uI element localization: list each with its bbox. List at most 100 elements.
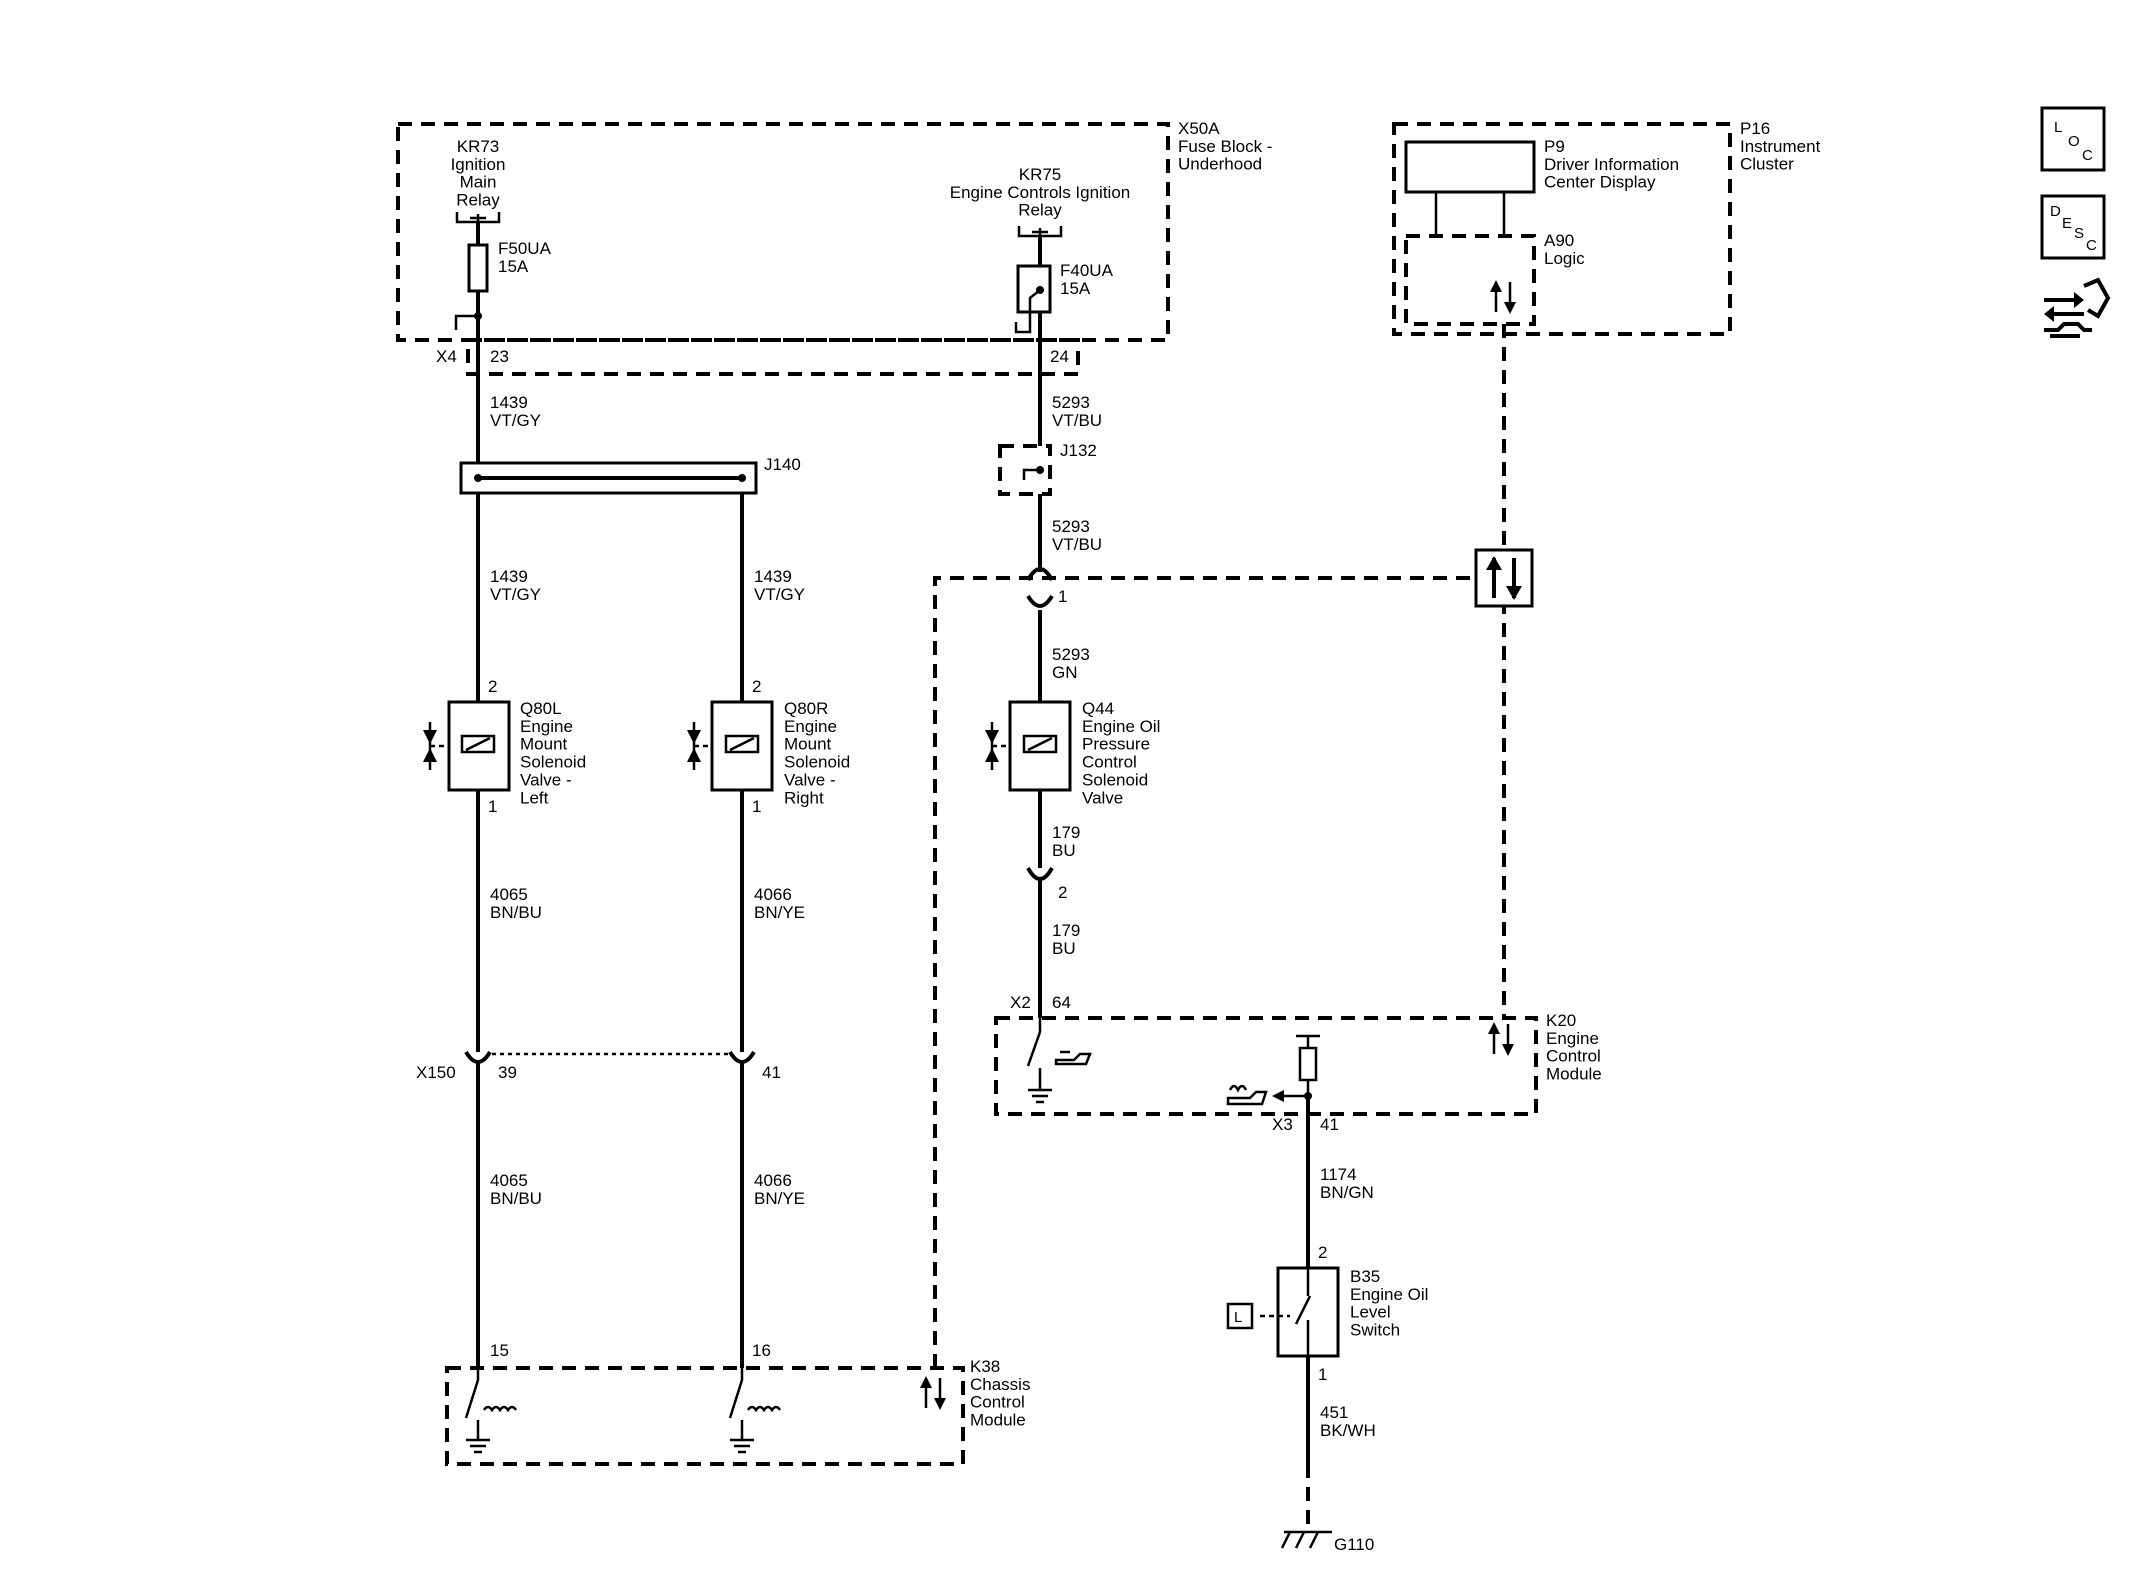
x150-pin-39: 39	[498, 1063, 517, 1082]
f50ua-fuse-icon	[467, 243, 489, 293]
x50a-fuse-block-outline	[396, 122, 1170, 342]
q44-upstream-pin-1: 1	[1058, 587, 1067, 606]
g110-label: G110	[1334, 1535, 1374, 1554]
level-sensor-l-glyph: L	[1234, 1309, 1242, 1326]
q80r-valve-icon	[687, 722, 712, 770]
f40ua-fuse-icon	[1016, 264, 1052, 314]
k20-module-outline	[994, 1016, 1538, 1116]
p16-cluster-outline	[1392, 122, 1732, 336]
connector-pin-2-terminal	[1026, 866, 1054, 881]
j140-label: J140	[764, 455, 801, 474]
loc-icon-frame	[2040, 106, 2106, 172]
a90-serial-data-icon	[1490, 280, 1516, 314]
q80r-pin-1: 1	[752, 797, 761, 816]
connector-navigation-icon[interactable]	[2044, 277, 2111, 338]
connector-pin-1-upper	[1026, 567, 1054, 582]
f40ua-feed-icon	[1014, 289, 1041, 334]
q44-downstream-pin-2: 2	[1058, 883, 1067, 902]
loc-button[interactable]: L O C	[2040, 106, 2106, 172]
x150-connector-label: X150	[416, 1063, 456, 1082]
x2-pin-64: 64	[1052, 993, 1071, 1012]
loc-letter-l: L	[2054, 119, 2062, 136]
q80r-pin-2: 2	[752, 677, 761, 696]
k20-pullup-resistor-icon	[1296, 1034, 1320, 1096]
a90-logic-outline	[1404, 234, 1536, 326]
serial-data-junction-icon	[1474, 548, 1534, 608]
k38-pin-15: 15	[490, 1341, 509, 1360]
b35-switch-contact-icon	[1260, 1268, 1312, 1356]
desc-letter-e: E	[2062, 215, 2072, 232]
f50ua-splice-icon	[454, 314, 478, 330]
x4-connector-outline	[466, 338, 1080, 376]
p9-display-icon	[1404, 140, 1536, 194]
x2-connector-label: X2	[1010, 993, 1031, 1012]
k38-driver-right-icon	[728, 1368, 782, 1454]
q44-solenoid-coil-icon	[1022, 734, 1058, 754]
oil-can-icon-driver	[1054, 1050, 1092, 1066]
q80r-solenoid-coil-icon	[724, 734, 760, 754]
k20-low-side-driver-icon	[1026, 1018, 1052, 1104]
x3-pin-41: 41	[1320, 1115, 1339, 1134]
k38-pin-16: 16	[752, 1341, 771, 1360]
j132-splice-outline	[998, 444, 1052, 496]
j132-label: J132	[1060, 441, 1097, 460]
kr73-relay-contact-icon	[455, 212, 501, 224]
k38-driver-left-icon	[464, 1368, 518, 1454]
loc-letter-o: O	[2068, 133, 2080, 150]
g110-ground-icon	[1280, 1530, 1332, 1549]
b35-pin-1: 1	[1318, 1365, 1327, 1384]
q80l-valve-icon	[423, 722, 449, 770]
k38-serial-data-icon	[920, 1376, 946, 1410]
desc-button[interactable]: D E S C	[2040, 194, 2106, 260]
x4-connector-label: X4	[436, 347, 457, 366]
kr75-relay-contact-icon	[1017, 226, 1063, 238]
oil-level-sensor-icon	[1226, 1084, 1308, 1106]
q44-valve-icon	[985, 722, 1010, 770]
j132-splice-icon	[1022, 468, 1040, 480]
x4-pin-23: 23	[490, 347, 509, 366]
desc-letter-d: D	[2050, 203, 2061, 220]
x150-pin-41: 41	[762, 1063, 781, 1082]
level-sensor-l-icon	[1226, 1302, 1254, 1330]
desc-letter-s: S	[2074, 225, 2084, 242]
serial-data-bus-line	[933, 576, 1470, 1368]
connector-pin-1-lower	[1026, 594, 1054, 608]
loc-letter-c: C	[2082, 147, 2093, 164]
desc-icon-frame	[2040, 194, 2106, 260]
q80l-pin-1: 1	[488, 797, 497, 816]
k20-serial-data-icon	[1488, 1022, 1514, 1056]
b35-pin-2: 2	[1318, 1243, 1327, 1262]
k38-module-outline	[445, 1366, 965, 1466]
q80l-solenoid-coil-icon	[460, 734, 496, 754]
q80l-pin-2: 2	[488, 677, 497, 696]
